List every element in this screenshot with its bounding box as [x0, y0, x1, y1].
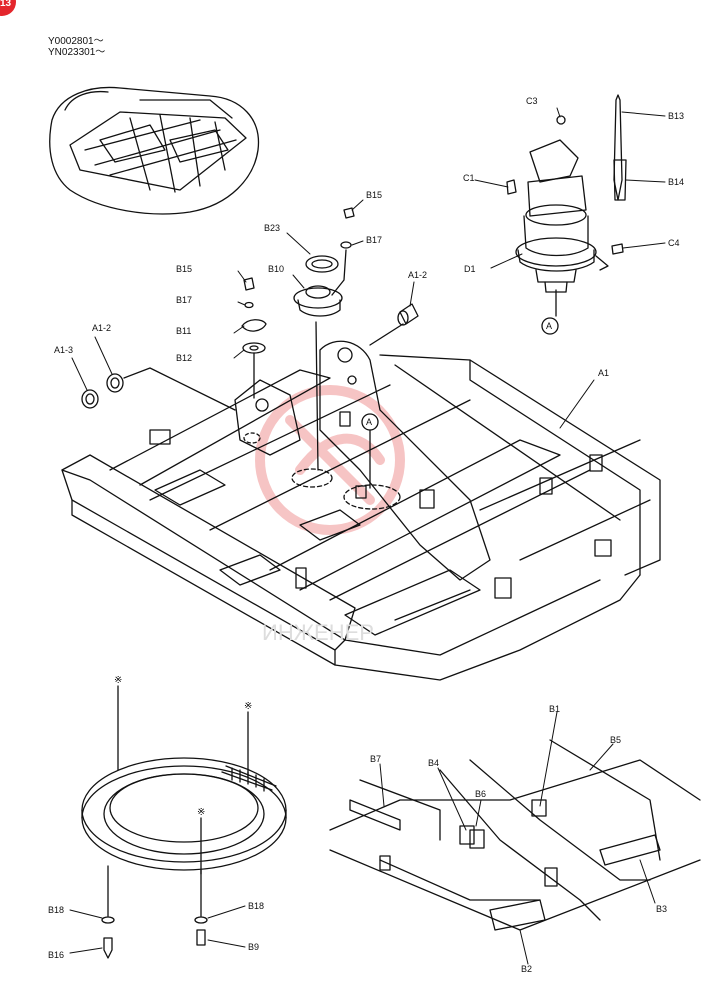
- marker-a-frame: A: [366, 417, 372, 427]
- label-b15-left: B15: [176, 264, 192, 274]
- label-b9: B9: [248, 942, 259, 952]
- label-b2: B2: [521, 964, 532, 974]
- label-c1: C1: [463, 173, 475, 183]
- swing-bearing: [81, 685, 287, 959]
- label-b13: B13: [668, 111, 684, 121]
- label-b1: B1: [549, 704, 560, 714]
- label-b18-left: B18: [48, 905, 64, 915]
- label-b7: B7: [370, 754, 381, 764]
- label-a1-2-left: A1-2: [92, 323, 111, 333]
- view-marker-a: [361, 317, 559, 489]
- label-b6: B6: [475, 789, 486, 799]
- label-b15-top: B15: [366, 190, 382, 200]
- label-b17-left: B17: [176, 295, 192, 305]
- leader-lines: [69, 107, 666, 965]
- label-b4: B4: [428, 758, 439, 768]
- label-a1-3: A1-3: [54, 345, 73, 355]
- label-b12: B12: [176, 353, 192, 363]
- watermark-text: ИНЖЕНЕР: [262, 620, 374, 645]
- note-mark-1: ※: [114, 675, 122, 686]
- label-b23: B23: [264, 223, 280, 233]
- note-mark-3: ※: [197, 807, 205, 818]
- serial-range-2: YN023301～: [48, 47, 106, 58]
- frame-thumbnail: [49, 86, 260, 215]
- label-b10: B10: [268, 264, 284, 274]
- label-c3: C3: [526, 96, 538, 106]
- label-b14: B14: [668, 177, 684, 187]
- label-a1: A1: [598, 368, 609, 378]
- swing-motor: [506, 94, 627, 317]
- note-mark-2: ※: [244, 701, 252, 712]
- label-b5: B5: [610, 735, 621, 745]
- marker-a-motor: A: [546, 321, 552, 331]
- page-badge-number: 13: [0, 0, 12, 9]
- label-c4: C4: [668, 238, 680, 248]
- label-d1: D1: [464, 264, 476, 274]
- serial-range-1: Y0002801～: [48, 36, 104, 47]
- label-b11: B11: [176, 326, 191, 336]
- label-b17-top: B17: [366, 235, 382, 245]
- watermark-logo: [255, 385, 405, 535]
- label-b16: B16: [48, 950, 64, 960]
- upper-frame: [61, 340, 661, 681]
- label-b3: B3: [656, 904, 667, 914]
- label-a1-2-right: A1-2: [408, 270, 427, 280]
- label-b18-right: B18: [248, 901, 264, 911]
- frame-detail-view: [329, 739, 701, 931]
- parts-cluster: [81, 207, 419, 471]
